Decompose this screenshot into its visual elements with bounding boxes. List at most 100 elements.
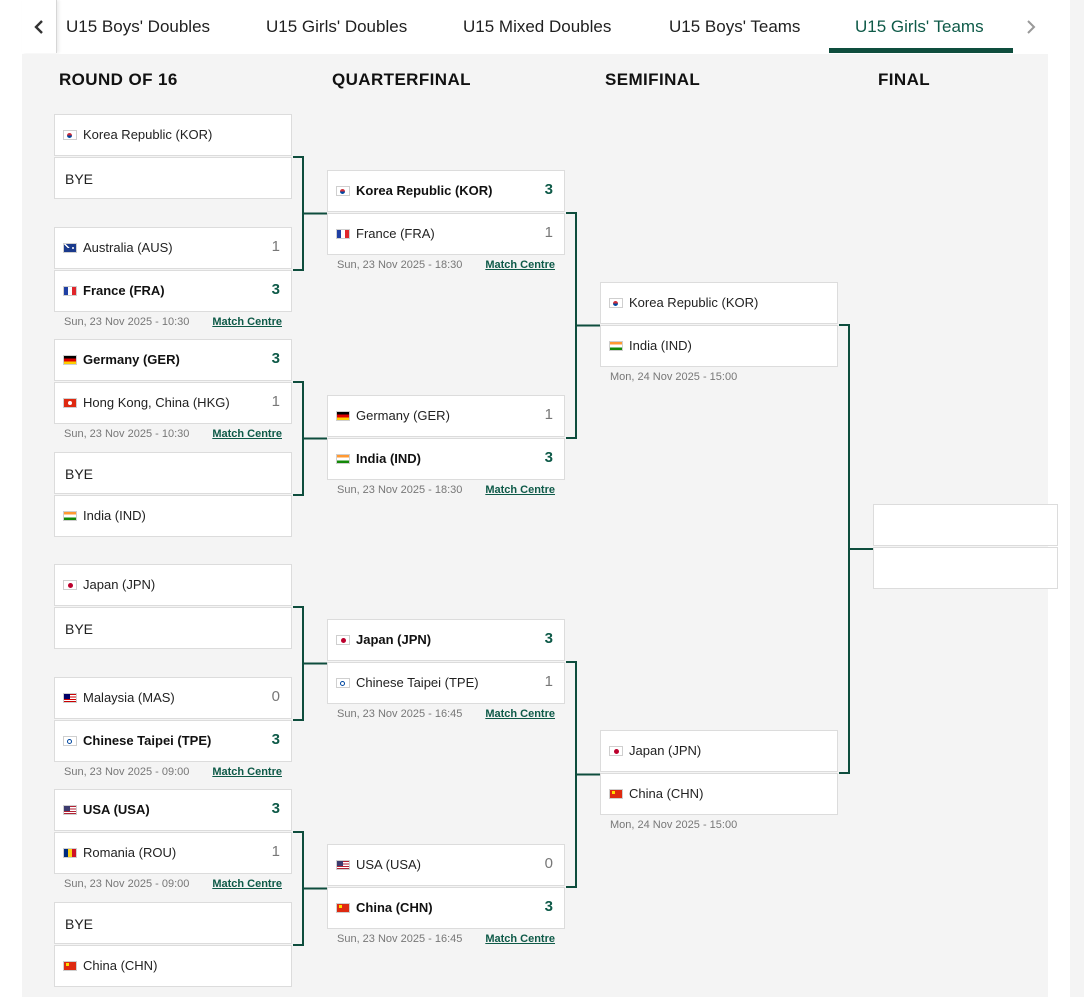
team-name: China (CHN) [629, 786, 704, 801]
match-centre-link[interactable]: Match Centre [485, 484, 555, 496]
r16-match-1-top[interactable]: Korea Republic (KOR) [54, 114, 292, 156]
r16-match-3-top[interactable]: Germany (GER)3 [54, 339, 292, 381]
qf-match-2-bottom[interactable]: India (IND) 3 [327, 438, 565, 480]
match-centre-link[interactable]: Match Centre [212, 766, 282, 778]
sf-match-2-bottom[interactable]: China (CHN) [600, 773, 838, 815]
match-centre-link[interactable]: Match Centre [485, 708, 555, 720]
r16-match-3-bottom[interactable]: Hong Kong, China (HKG) 1 [54, 382, 292, 424]
team-name: Hong Kong, China (HKG) [83, 395, 230, 410]
team-name: India (IND) [356, 451, 421, 466]
tab-u15-boys-teams[interactable]: U15 Boys' Teams [669, 17, 801, 36]
team-score: 1 [271, 393, 280, 410]
r16-match-4-top[interactable]: BYE [54, 452, 292, 494]
round-title-1: ROUND OF 16 [59, 70, 178, 89]
team-score: 0 [271, 688, 280, 705]
active-tab-indicator [829, 48, 1013, 53]
usa-flag-icon [336, 860, 350, 870]
chn-flag-icon [63, 961, 77, 971]
jpn-flag-icon [336, 635, 350, 645]
bracket-connector [293, 381, 327, 496]
qf-match-3-top[interactable]: Japan (JPN)3 [327, 619, 565, 661]
final-slot-1[interactable] [873, 504, 1058, 546]
mas-flag-icon [63, 693, 77, 703]
match-centre-link[interactable]: Match Centre [485, 933, 555, 945]
tab-u15-mixed-doubles[interactable]: U15 Mixed Doubles [463, 17, 612, 36]
bracket-connector [293, 156, 327, 271]
tab-u15-girls-doubles[interactable]: U15 Girls' Doubles [266, 17, 408, 36]
kor-flag-icon [609, 298, 623, 308]
r16-match-1-bottom[interactable]: BYE [54, 157, 292, 199]
team-name: Japan (JPN) [629, 743, 702, 758]
match-meta: Mon, 24 Nov 2025 - 15:00 [600, 819, 838, 835]
r16-match-6-bottom[interactable]: Chinese Taipei (TPE)3 [54, 720, 292, 762]
sf-match-2-top[interactable]: Japan (JPN) [600, 730, 838, 772]
tabs-prev-button[interactable] [22, 0, 57, 53]
tab-u15-boys-doubles[interactable]: U15 Boys' Doubles [66, 17, 211, 36]
team-name: Germany (GER) [356, 408, 450, 423]
match-meta: Mon, 24 Nov 2025 - 15:00 [600, 371, 838, 387]
ind-flag-icon [336, 454, 350, 464]
hkg-flag-icon [63, 398, 77, 408]
r16-match-4-bottom[interactable]: India (IND) [54, 495, 292, 537]
qf-match-3-bottom[interactable]: Chinese Taipei (TPE)1 [327, 662, 565, 704]
chn-flag-icon [336, 903, 350, 913]
match-centre-link[interactable]: Match Centre [212, 428, 282, 440]
r16-match-7-bottom[interactable]: Romania (ROU)1 [54, 832, 292, 874]
team-name: Romania (ROU) [83, 845, 177, 860]
jpn-flag-icon [63, 580, 77, 590]
kor-flag-icon [63, 130, 77, 140]
r16-match-5-bottom[interactable]: BYE [54, 607, 292, 649]
page-scrollbar-track[interactable] [1070, 0, 1084, 997]
tabs-next-button[interactable] [1014, 0, 1048, 53]
chevron-left-icon [34, 19, 43, 34]
team-name: Malaysia (MAS) [83, 690, 175, 705]
qf-match-4-bottom[interactable]: China (CHN)3 [327, 887, 565, 929]
team-score: 3 [271, 731, 280, 748]
team-name: India (IND) [83, 508, 146, 523]
sf-match-1-top[interactable]: Korea Republic (KOR) [600, 282, 838, 324]
match-centre-link[interactable]: Match Centre [212, 878, 282, 890]
round-title-4: FINAL [878, 70, 931, 89]
qf-match-2-top[interactable]: Germany (GER) 1 [327, 395, 565, 437]
match-centre-link[interactable]: Match Centre [485, 259, 555, 271]
team-score: 3 [271, 350, 280, 367]
ger-flag-icon [336, 411, 350, 421]
r16-match-2-bottom[interactable]: France (FRA) 3 [54, 270, 292, 312]
aus-flag-icon [63, 243, 77, 253]
chevron-right-icon [1027, 19, 1036, 34]
qf-match-4-top[interactable]: USA (USA)0 [327, 844, 565, 886]
qf-match-1-top[interactable]: Korea Republic (KOR)3 [327, 170, 565, 212]
team-score: 3 [544, 449, 553, 466]
r16-match-6-top[interactable]: Malaysia (MAS) 0 [54, 677, 292, 719]
sf-match-1-bottom[interactable]: India (IND) [600, 325, 838, 367]
team-score: 3 [271, 281, 280, 298]
qf-match-1-bottom[interactable]: France (FRA)1 [327, 213, 565, 255]
r16-match-8-top[interactable]: BYE [54, 902, 292, 944]
team-name: China (CHN) [83, 958, 158, 973]
tpe-flag-icon [336, 678, 350, 688]
bracket-connector [566, 661, 600, 888]
r16-match-2-top[interactable]: Australia (AUS)1 [54, 227, 292, 269]
tab-u15-girls-teams[interactable]: U15 Girls' Teams [855, 17, 984, 36]
tpe-flag-icon [63, 736, 77, 746]
r16-match-7-top[interactable]: USA (USA)3 [54, 789, 292, 831]
match-centre-link[interactable]: Match Centre [212, 316, 282, 328]
kor-flag-icon [336, 186, 350, 196]
team-name: Australia (AUS) [83, 240, 173, 255]
jpn-flag-icon [609, 746, 623, 756]
final-slot-2[interactable] [873, 547, 1058, 589]
team-name: Japan (JPN) [83, 577, 156, 592]
round-title-3: SEMIFINAL [605, 70, 701, 89]
team-score: 1 [544, 406, 553, 423]
team-name: Korea Republic (KOR) [83, 127, 213, 142]
team-name: France (FRA) [83, 283, 165, 298]
event-tabs: U15 Boys' Doubles U15 Girls' Doubles U15… [22, 0, 1048, 55]
r16-match-5-top[interactable]: Japan (JPN) [54, 564, 292, 606]
r16-match-8-bottom[interactable]: China (CHN) [54, 945, 292, 987]
round-title-2: QUARTERFINAL [332, 70, 471, 89]
match-datetime: Sun, 23 Nov 2025 - 10:30 [64, 428, 190, 440]
